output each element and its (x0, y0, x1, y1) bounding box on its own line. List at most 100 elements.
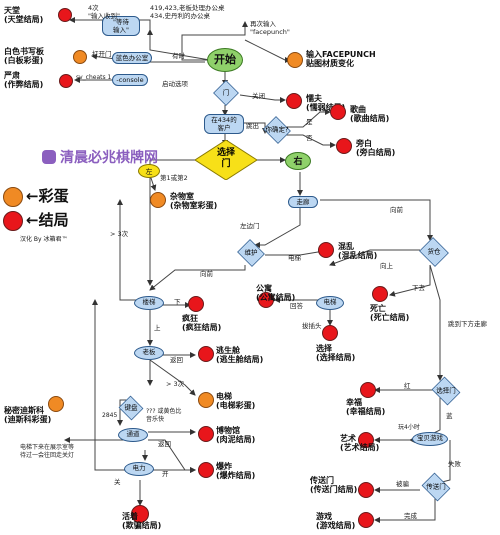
elevator-node: 电梯 (316, 296, 344, 310)
legend-egg-marker (3, 187, 23, 207)
apartment-ending: 公寓 (公寓结局) (256, 284, 296, 302)
edge-label: 否 (306, 134, 313, 142)
heaven-ending: 天堂 (天堂结局) (4, 6, 44, 24)
happy-ending: 幸福 (幸福结局) (346, 398, 386, 416)
escape-ending: 逃生舱 (逃生舱结局) (216, 346, 264, 364)
office-434-node: 在434的 客户 (204, 114, 244, 134)
wait-input-node: "等待 输入" (102, 16, 140, 36)
edge-label: ??? 或黄色比 音乐快 (146, 408, 182, 423)
secret-egg-marker (48, 396, 64, 412)
art-ending-marker (358, 432, 374, 448)
edge-label: 左边门 (240, 222, 260, 230)
portal-ending: 传送门 (传送门结局) (310, 476, 358, 494)
escape-ending-marker (198, 346, 214, 362)
edge-label: 有时 (172, 52, 185, 60)
portal-decision-node: 传送门 (420, 472, 452, 502)
edge-label: 打开门 (92, 50, 112, 58)
edge-label: 开 (162, 470, 169, 478)
narration-ending: 旁白 (旁白结局) (356, 139, 396, 157)
console-node: -console (112, 74, 148, 86)
edge-label: 跳出 (246, 122, 259, 130)
apartment-ending-marker (258, 292, 274, 308)
chaos-ending: 混乱 (混乱结局) (338, 242, 378, 260)
edge-label: 启动选项 (162, 80, 188, 88)
edge-label: 关 (114, 478, 121, 486)
start-node: 开始 (207, 48, 243, 72)
heaven-ending-marker (58, 8, 72, 22)
power-node: 电力 (124, 462, 154, 476)
edge-label: 上 (154, 324, 161, 332)
museum-ending: 博物馆 (肉泥结局) (216, 426, 256, 444)
edge-label: 下 (174, 298, 181, 306)
coward-ending-marker (286, 93, 302, 109)
song-ending: 歌曲 (歌曲结局) (350, 105, 390, 123)
wife-decision-node: 你确定? (262, 116, 292, 144)
elevator-egg: 电梯 (电梯彩蛋) (216, 392, 256, 410)
watermark-text: 清晨必兆棋牌网 (60, 150, 158, 166)
credit-text: 汉化 By 冰箱君™ (20, 236, 68, 243)
left-branch-node: 左 (138, 164, 160, 178)
edge-label: 向前 (200, 270, 213, 278)
right-branch-node: 右 (285, 152, 311, 170)
edge-label: 是 (306, 118, 313, 126)
edge-label: 返回 (170, 356, 183, 364)
edge-label: 被骗 (396, 480, 409, 488)
edge-label: 蓝 (446, 412, 453, 420)
edge-label: 失败 (448, 460, 461, 468)
stairs-node: 楼梯 (134, 296, 164, 310)
choose-ending: 选择 (选择结局) (316, 344, 356, 362)
edge-label: 下去 (412, 284, 425, 292)
storage-egg-marker (150, 192, 166, 208)
portal-ending-marker (358, 482, 374, 498)
select-door-node: 选择门 (430, 376, 462, 406)
edge-label: 向上 (380, 262, 393, 270)
edge-label: 第1或第2 (160, 174, 188, 182)
edge-label: 玩4小时 (398, 424, 420, 431)
explode-ending: 爆炸 (爆炸结局) (216, 462, 256, 480)
edge-label: 向前 (390, 206, 403, 214)
death-ending-marker (372, 286, 388, 302)
game-show-node: 宝贝游戏 (412, 432, 448, 446)
whiteboard-egg: 白色书写板 (白板彩蛋) (4, 47, 44, 65)
whiteboard-egg-marker (73, 50, 87, 64)
edge-label: 拔插头 (302, 322, 322, 330)
edge-label: 完成 (404, 512, 417, 520)
maintenance-node: 维护 (236, 239, 266, 267)
elevator-egg-marker (198, 392, 214, 408)
game-ending: 游戏 (游戏结局) (316, 512, 356, 530)
edge-label: 返回 (158, 440, 171, 448)
chaos-ending-marker (318, 242, 334, 258)
edge-label: > 3次 (110, 230, 129, 238)
edge-label: sv_cheats 1 (76, 74, 112, 81)
song-ending-marker (330, 104, 346, 120)
edge-label: 回答 (290, 302, 303, 310)
watermark-icon (42, 150, 56, 164)
edge-label: 电梯 (288, 254, 301, 262)
legend-egg-label: ←彩蛋 (26, 187, 69, 205)
facepunch-egg: 输入FACEPUNCH 贴图材质变化 (306, 50, 376, 68)
edge-label: 关闭 (252, 92, 265, 100)
keyboard-node: 键盘 (118, 395, 144, 421)
cargo-node: 货仓 (418, 237, 450, 267)
edge-label: 2845 (102, 412, 118, 419)
facepunch-egg-marker (287, 52, 303, 68)
coward-ending: 懦夫 (懦弱结局) (306, 94, 346, 112)
madness-ending-marker (188, 296, 204, 312)
alive-ending: 活着 (欺骗结局) (122, 512, 162, 530)
art-ending: 艺术 (艺术结局) (340, 434, 380, 452)
narration-ending-marker (336, 138, 352, 154)
secret-egg: 秘密迪斯科 (迪斯科彩蛋) (4, 406, 52, 424)
passage-node: 通道 (118, 428, 148, 442)
strict-ending: 严肃 (作弊结局) (4, 71, 44, 89)
storage-egg: 杂物室 (杂物室彩蛋) (170, 192, 218, 210)
edge-label: 再次输入 "facepunch" (250, 20, 290, 36)
edge-label: 跳到下方走廊 (448, 320, 487, 328)
legend-end-label: ←结局 (26, 211, 69, 229)
death-ending: 死亡 (死亡结局) (370, 304, 410, 322)
blue-office-node: 蓝色办公室 (112, 52, 152, 64)
edge-label: 红 (404, 382, 411, 390)
choice-door-node: 选择 门 (194, 139, 258, 181)
madness-ending: 疯狂 (疯狂结局) (182, 314, 222, 332)
